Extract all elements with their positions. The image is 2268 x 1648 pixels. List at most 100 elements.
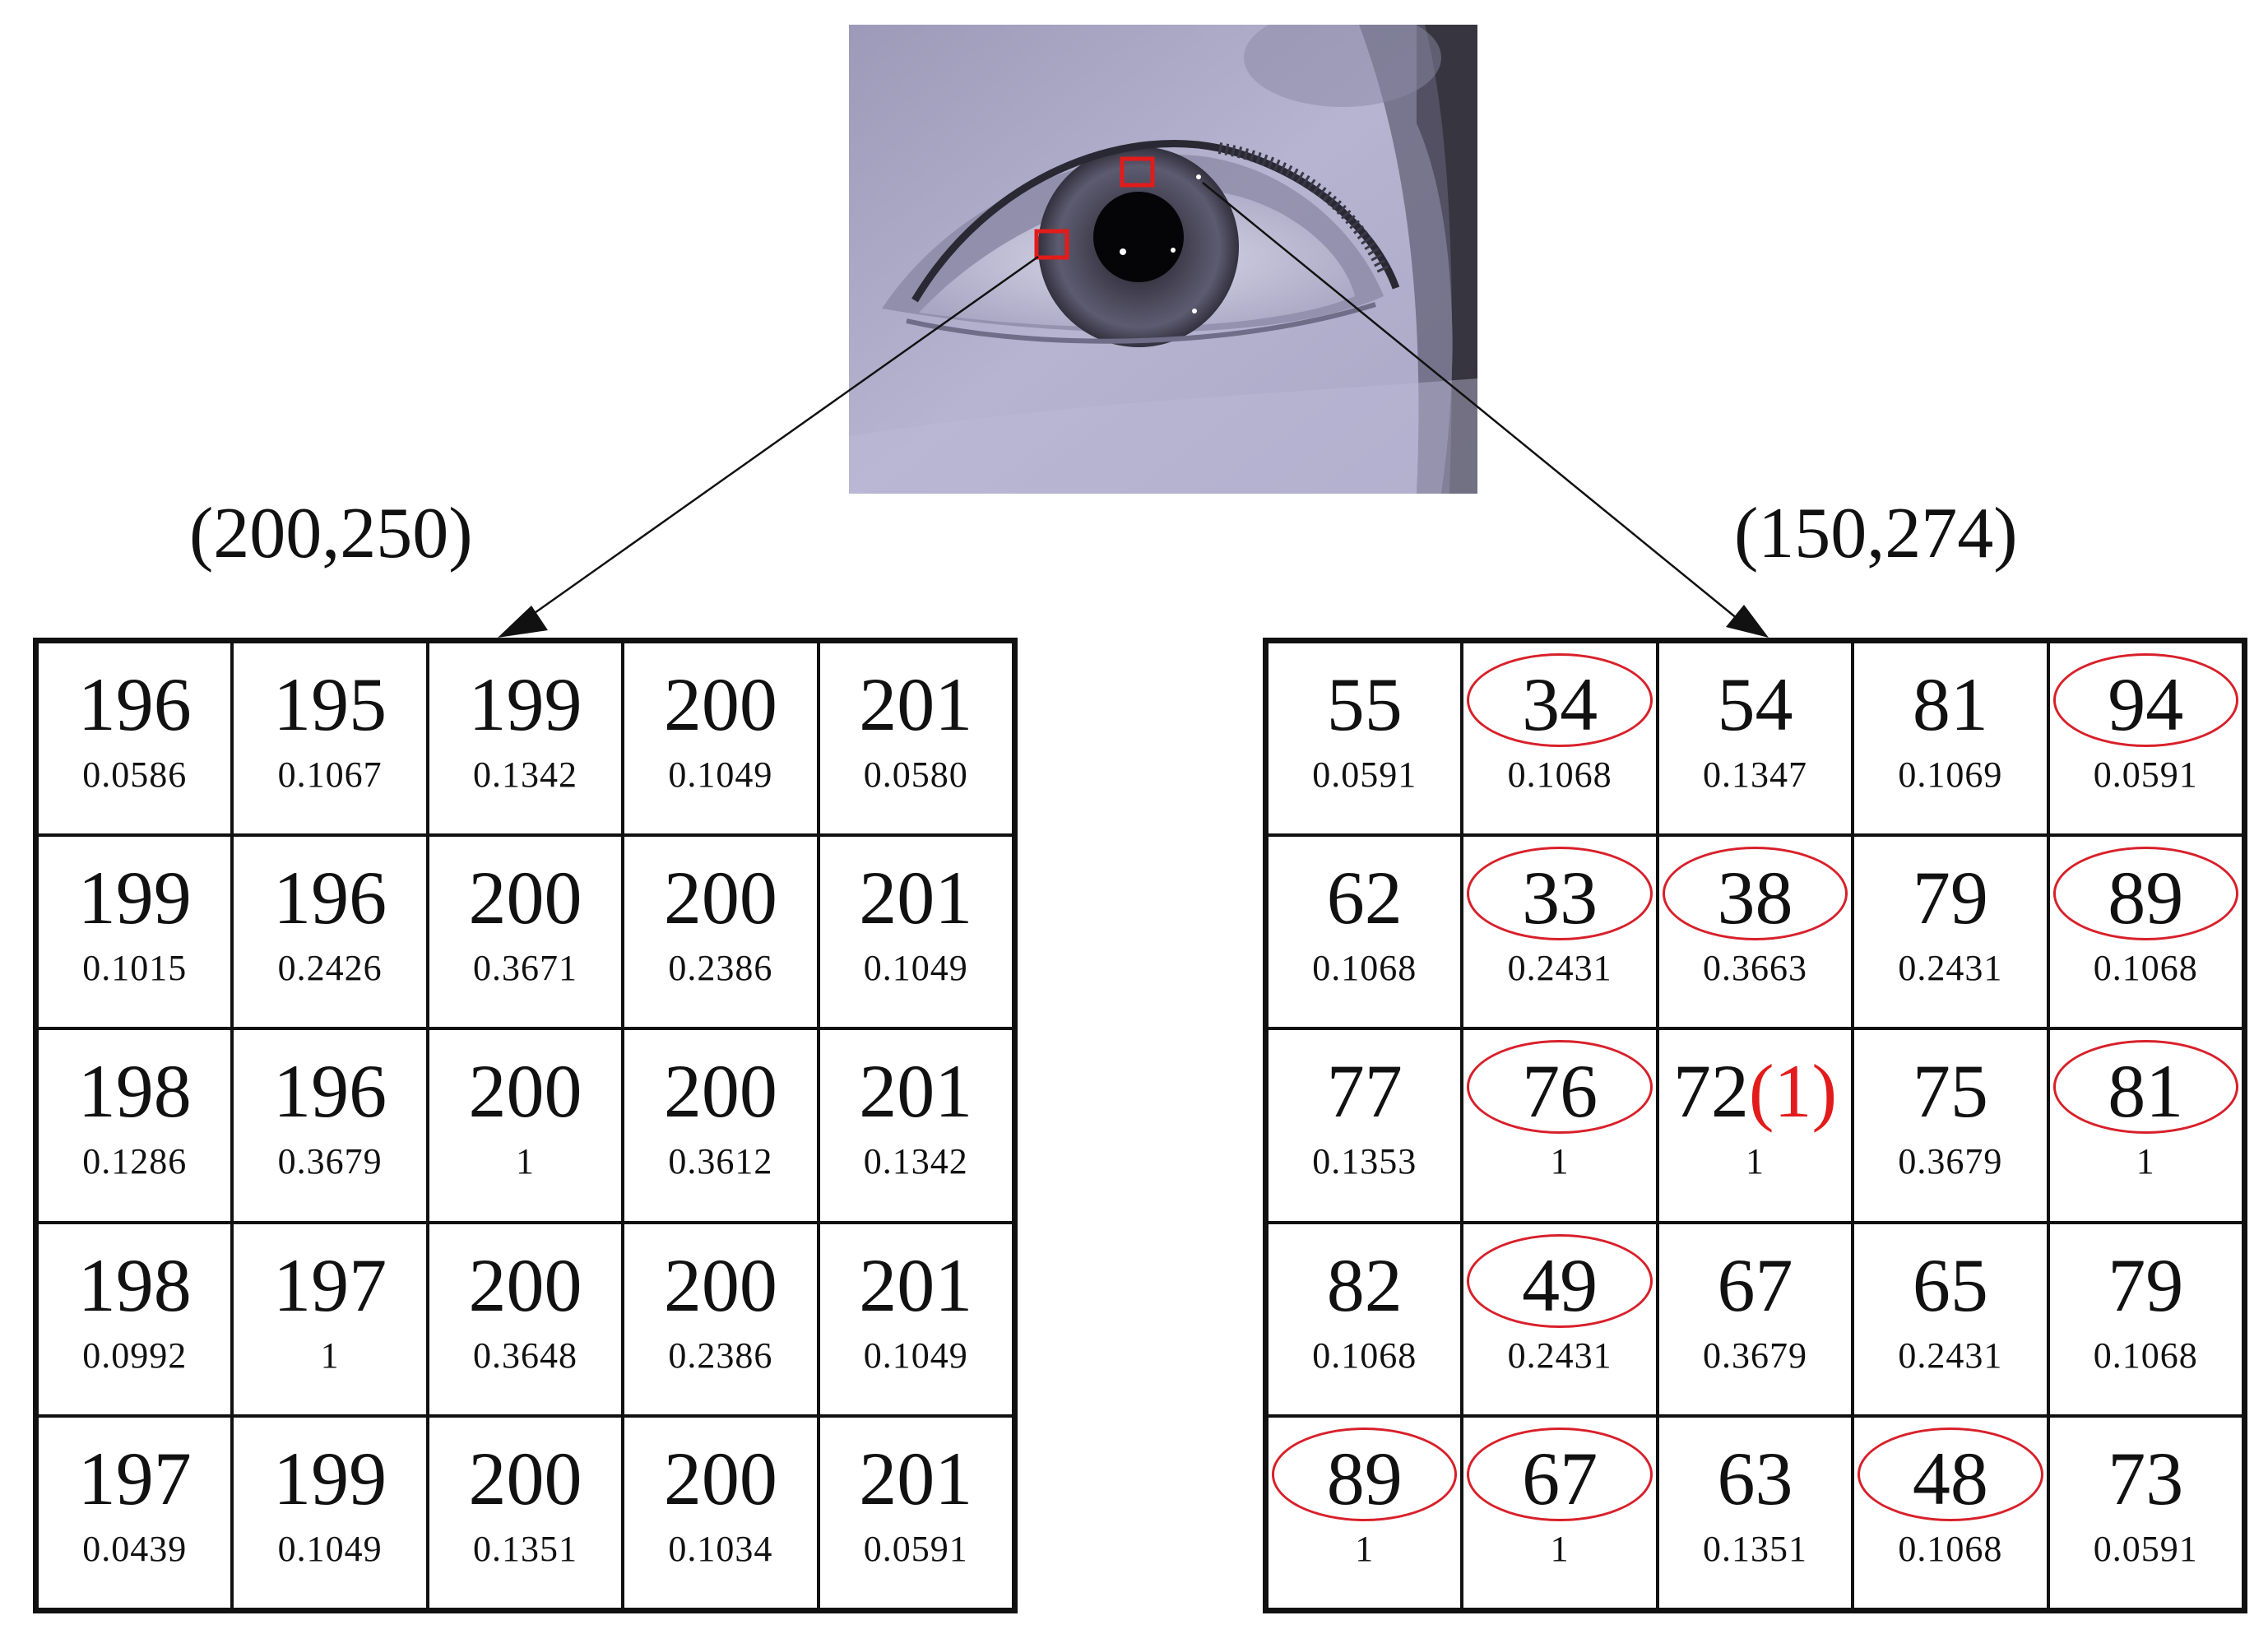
pixel-value-number: 200 [663,1436,777,1520]
pixel-value-number: 38 [1717,856,1793,940]
pixel-value: 76 [1463,1053,1655,1129]
weight-value: 0.3612 [668,1141,773,1182]
pixel-value: 200 [624,1441,816,1516]
highlight-ellipse [1467,1233,1653,1328]
pixel-value-number: 200 [468,856,582,940]
weight-value: 0.0591 [863,1528,968,1569]
pixel-value: 94 [2050,666,2242,742]
pixel-value: 200 [429,860,621,935]
pixel-value: 199 [429,666,621,742]
left-coordinate-label: (200,250) [189,494,473,573]
weight-value: 0.0439 [82,1528,188,1569]
pixel-value: 198 [39,1053,230,1129]
weight-value: 1 [515,1141,535,1182]
pixel-value-number: 49 [1522,1242,1598,1327]
pixel-value: 197 [234,1247,425,1323]
arrow-right-head [1726,605,1769,638]
highlight-ellipse [1467,847,1653,941]
right-coordinate-label: (150,274) [1734,494,2018,573]
weight-value: 0.1068 [1898,1528,2003,1569]
pixel-value-number: 200 [663,1049,777,1134]
pixel-value-number: 201 [859,856,973,940]
pixel-value-number: 55 [1326,662,1403,746]
pixel-value-number: 196 [273,856,387,940]
pixel-value-number: 200 [663,662,777,746]
pixel-value: 33 [1463,860,1655,935]
pixel-value: 79 [2050,1247,2242,1323]
pixel-value: 55 [1269,666,1460,742]
pixel-value-number: 200 [468,1242,582,1327]
pixel-value-number: 200 [468,1436,582,1520]
pixel-value-number: 81 [2108,1049,2184,1134]
grid-cell: 72(1)1 [1657,1028,1853,1223]
pixel-value-number: 67 [1717,1242,1793,1327]
pixel-value: 198 [39,1247,230,1323]
weight-value: 0.1351 [472,1528,577,1569]
highlight-ellipse [1662,847,1848,941]
eye-photo [849,25,1477,494]
highlight-ellipse [1858,1427,2043,1521]
weight-value: 0.3679 [277,1141,383,1182]
pixel-value-number: 48 [1912,1436,1988,1520]
weight-value: 0.2431 [1507,1335,1612,1376]
pixel-value: 201 [820,1247,1012,1323]
highlight-ellipse [1467,1427,1653,1521]
pixel-value: 73 [2050,1441,2242,1516]
highlight-ellipse [1467,653,1653,747]
pixel-value: 48 [1854,1441,2046,1516]
pixel-value: 54 [1659,666,1851,742]
pixel-value-number: 73 [2108,1436,2184,1520]
pixel-value-number: 196 [77,662,192,746]
weight-value: 0.1068 [1312,948,1417,989]
weight-value: 0.3679 [1702,1335,1807,1376]
highlight-ellipse [1272,1427,1458,1521]
pixel-value: 201 [820,1053,1012,1129]
weight-value: 0.1068 [1312,1335,1417,1376]
weight-value: 0.1049 [277,1528,383,1569]
pixel-value: 63 [1659,1441,1851,1516]
grid-cell: 200 0.2386 [623,1222,819,1416]
pixel-value: 200 [624,666,816,742]
pixel-value: 200 [624,860,816,935]
pixel-value-number: 72 [1672,1049,1749,1134]
grid-cell: 49 0.2431 [1462,1222,1658,1416]
weight-value: 1 [1355,1528,1375,1569]
pixel-value: 197 [39,1441,230,1516]
weight-value: 0.1067 [277,754,383,795]
weight-value: 0.2386 [668,1335,773,1376]
pixel-value-number: 199 [468,662,582,746]
pixel-value-number: 197 [273,1242,387,1327]
weight-value: 1 [1550,1528,1570,1569]
pixel-value: 89 [1269,1441,1460,1516]
weight-value: 0.2431 [1507,948,1612,989]
pixel-value-number: 79 [1912,856,1988,940]
pixel-value-number: 54 [1717,662,1793,746]
arrow-left-head [498,606,548,638]
pixel-value-number: 197 [77,1436,192,1520]
weight-value: 1 [1550,1141,1570,1182]
weight-value: 0.3648 [472,1335,577,1376]
pixel-value: 89 [2050,860,2242,935]
weight-value: 0.1068 [1507,754,1612,795]
pixel-value-number: 200 [663,1242,777,1327]
weight-value: 0.2431 [1898,1335,2003,1376]
